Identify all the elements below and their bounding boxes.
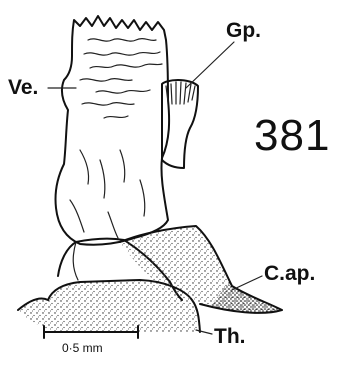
figure-number: 381 <box>254 111 330 160</box>
label-genital-papilla: Gp. <box>226 19 261 42</box>
genital-papilla <box>162 80 198 168</box>
leader-line-gp <box>186 42 234 88</box>
label-collar-apophysis: C.ap. <box>264 262 315 285</box>
scale-bar-label: 0·5 mm <box>62 341 103 355</box>
label-thorax: Th. <box>214 325 246 348</box>
leader-line-cap <box>232 276 262 290</box>
velum-column <box>55 16 169 245</box>
label-velum: Ve. <box>8 76 38 99</box>
